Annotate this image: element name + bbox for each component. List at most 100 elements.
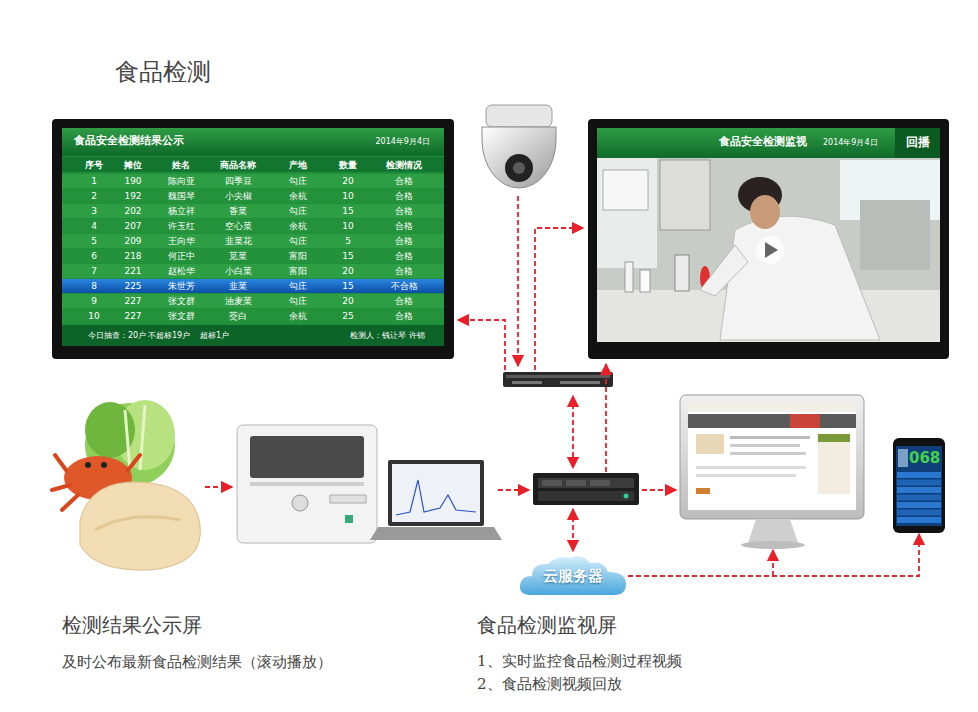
rack-server-part: [538, 478, 634, 488]
monitor-screen-art-part: [750, 195, 780, 229]
network-switch: [503, 372, 613, 387]
detection-instrument-part: [388, 460, 484, 526]
table-cell: 190: [124, 177, 141, 186]
table-cell: 20: [342, 267, 353, 276]
table-cell: 四季豆: [225, 177, 252, 186]
monitor-screen-art-part: [597, 158, 657, 268]
table-rows-part: [62, 264, 444, 278]
data-arrows-part: [517, 196, 519, 366]
table-cell: 合格: [395, 177, 413, 186]
cloud-shape-part: [520, 556, 626, 595]
monitor-screen-art-part: [720, 216, 880, 340]
table-cell: 苋菜: [229, 252, 247, 261]
table-cell: 227: [124, 297, 141, 306]
node-heading: 回播: [906, 136, 930, 149]
table-cell: 勾庄: [289, 207, 307, 216]
table-cell: 合格: [395, 297, 413, 306]
network-switch-part: [503, 372, 613, 387]
phone: 068: [893, 438, 945, 533]
table-cell: 产地: [289, 161, 307, 170]
detection-instrument-part: [250, 482, 364, 486]
table-cell: 7: [91, 267, 97, 276]
phone-screen-part: [898, 449, 908, 467]
node-heading: 云服务器: [543, 568, 603, 585]
monitor-screen-art-part: [675, 255, 689, 291]
table-cell: 数量: [339, 161, 357, 170]
desktop-monitor-part: [730, 444, 800, 447]
table-cell: 6: [91, 252, 97, 261]
detection-instrument-part: [396, 480, 476, 515]
food-samples-part: [101, 462, 107, 468]
caption-text: 1、实时监控食品检测过程视频: [477, 654, 682, 669]
desktop-monitor-part: [688, 402, 856, 510]
dome-camera-part: [482, 127, 556, 188]
table-cell: 余杭: [289, 192, 307, 201]
table-cell: 15: [342, 252, 353, 261]
table-cell: 1: [91, 177, 97, 186]
rack-server-part: [533, 473, 639, 505]
table-cell: 朱世芳: [168, 282, 195, 291]
food-samples-part: [80, 482, 200, 570]
node-heading: 食品安全检测监视: [719, 136, 807, 148]
rack-server-part: [624, 494, 629, 499]
table-cell: 25: [342, 312, 353, 321]
table-cell: 227: [124, 312, 141, 321]
node-subtext: 2014年9月4日: [823, 139, 878, 148]
table-cell: 不合格: [391, 282, 418, 291]
table-cell: 8: [91, 282, 97, 291]
node-heading: 068: [909, 450, 940, 467]
phone-screen-part: [896, 446, 942, 526]
table-cell: 192: [124, 192, 141, 201]
table-cell: 10: [342, 222, 353, 231]
table-cell: 勾庄: [289, 282, 307, 291]
table-rows-part: [62, 204, 444, 218]
table-cell: 许玉红: [168, 222, 195, 231]
network-switch-part: [560, 381, 600, 384]
result-screen-art: [52, 119, 454, 359]
playback-button: 回播: [895, 128, 940, 158]
desktop-monitor-part: [818, 434, 850, 442]
data-arrows-part: [642, 489, 676, 491]
table-footer: 超标1户: [200, 332, 229, 340]
desktop-monitor-part: [688, 402, 856, 412]
table-cell: 检测情况: [386, 161, 422, 170]
table-cell: 5: [91, 237, 97, 246]
table-cell: 合格: [395, 252, 413, 261]
table-cell: 225: [124, 282, 141, 291]
table-cell: 207: [124, 222, 141, 231]
desktop-monitor-part: [730, 452, 806, 455]
table-cell: 序号: [85, 161, 103, 170]
data-arrows-part: [535, 228, 583, 370]
table-cell: 3: [91, 207, 97, 216]
table-cell: 勾庄: [289, 297, 307, 306]
node-heading: 食品安全检测结果公示: [74, 135, 184, 147]
phone-screen-part: [897, 487, 941, 493]
monitor-screen-art-part: [860, 200, 930, 270]
desktop-monitor-part: [741, 541, 805, 549]
table-rows-part: [62, 189, 444, 203]
dome-camera-part: [486, 105, 552, 127]
table-cell: 韭菜花: [225, 237, 252, 246]
table-cell: 余杭: [289, 222, 307, 231]
result-screen-art-part: [62, 157, 444, 172]
detection-instrument-part: [250, 436, 364, 478]
table-cell: 陈向亚: [168, 177, 195, 186]
table-cell: 209: [124, 237, 141, 246]
table-footer: 今日抽查：20户: [88, 332, 146, 340]
table-cell: 合格: [395, 222, 413, 231]
table-cell: 218: [124, 252, 141, 261]
dome-camera-part: [513, 162, 525, 174]
phone-screen-part: [897, 472, 941, 478]
table-cell: 张文群: [168, 297, 195, 306]
detection-instrument: [237, 425, 502, 543]
table-cell: 勾庄: [289, 177, 307, 186]
network-switch-part: [506, 375, 610, 378]
monitor-screen-art-part: [756, 236, 784, 264]
data-arrows: [205, 196, 773, 576]
table-footer: 不超标19户: [148, 332, 190, 340]
detection-instrument-part: [345, 515, 353, 523]
table-cell: 小白菜: [225, 267, 252, 276]
phone-screen-part: [897, 495, 941, 501]
table-cell: 王向华: [168, 237, 195, 246]
table-cell: 富阳: [289, 267, 307, 276]
